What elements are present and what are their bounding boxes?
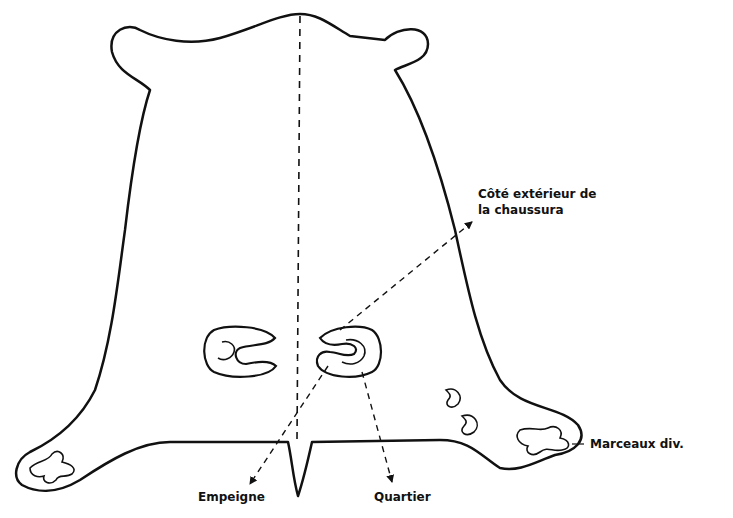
leg-piece xyxy=(517,427,568,455)
small-piece xyxy=(462,415,477,434)
part-label: Marceaux div. xyxy=(588,436,686,452)
leader-line xyxy=(572,443,584,444)
cut-piece-right-inner xyxy=(342,340,365,364)
cut-piece-left-inner xyxy=(218,342,234,360)
cut-piece-left xyxy=(204,327,276,377)
part-label: Quartier xyxy=(372,489,433,505)
leader-line xyxy=(362,372,392,482)
leader-line xyxy=(340,222,472,330)
part-label: Empeigne xyxy=(196,489,267,505)
small-piece xyxy=(446,389,460,407)
leg-piece xyxy=(30,452,74,483)
center-line xyxy=(297,16,300,440)
part-label: Côté extérieur de la chaussura xyxy=(476,186,600,218)
hide-outline xyxy=(16,14,581,496)
leader-line xyxy=(250,366,328,484)
